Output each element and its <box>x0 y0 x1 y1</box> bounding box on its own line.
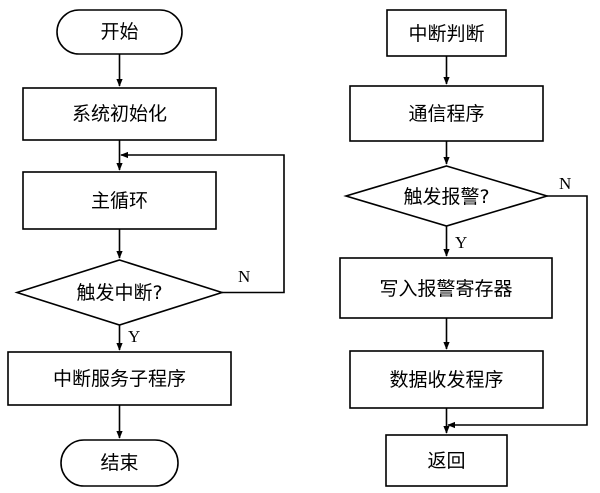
service-label: 中断服务子程序 <box>53 368 186 390</box>
end-terminal: 结束 <box>60 439 179 487</box>
end-label: 结束 <box>100 452 138 474</box>
service-process: 中断服务子程序 <box>7 351 232 406</box>
interrupt-decision: 触发中断? <box>14 259 225 326</box>
interrupt-check-label: 中断判断 <box>408 23 484 45</box>
write-register-label: 写入报警寄存器 <box>379 278 512 300</box>
comm-process: 通信程序 <box>349 85 544 142</box>
main-loop-process: 主循环 <box>22 171 217 230</box>
right-yes-label: Y <box>455 233 467 252</box>
left-no-label: N <box>238 267 250 286</box>
edge-decision-no-loop <box>120 151 285 294</box>
edge-alarm-no-bypass <box>447 195 588 429</box>
return-label: 返回 <box>427 450 465 472</box>
data-io-label: 数据收发程序 <box>389 369 503 391</box>
start-label: 开始 <box>100 21 138 43</box>
left-yes-label: Y <box>128 327 140 346</box>
init-label: 系统初始化 <box>72 103 167 125</box>
init-process: 系统初始化 <box>22 87 217 141</box>
start-terminal: 开始 <box>56 9 183 55</box>
write-register-process: 写入报警寄存器 <box>339 257 553 319</box>
alarm-decision: 触发报警? <box>343 165 550 227</box>
interrupt-decision-label: 触发中断? <box>76 282 162 304</box>
alarm-decision-label: 触发报警? <box>403 186 489 208</box>
main-loop-label: 主循环 <box>91 190 148 212</box>
return-process: 返回 <box>385 434 508 487</box>
interrupt-check-process: 中断判断 <box>386 9 507 57</box>
comm-label: 通信程序 <box>408 103 484 125</box>
right-no-label: N <box>559 174 571 193</box>
data-io-process: 数据收发程序 <box>349 350 544 409</box>
